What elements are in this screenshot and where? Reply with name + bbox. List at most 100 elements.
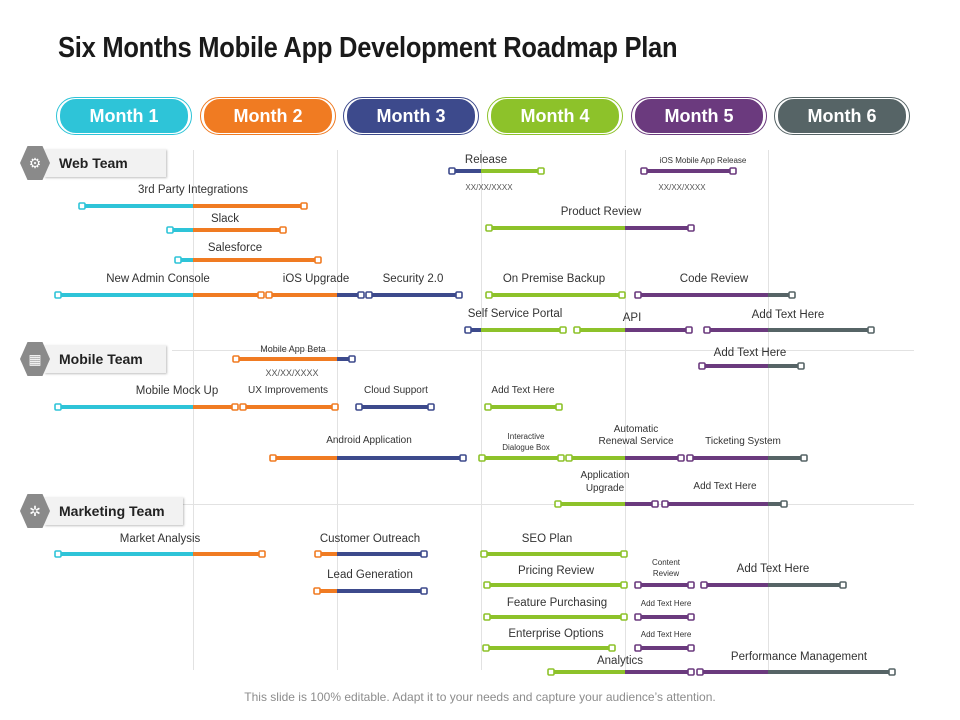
task-label-app-upgrade-1: Application xyxy=(580,470,630,481)
task-bar-endpoint xyxy=(620,581,628,589)
task-label-outreach: Customer Outreach xyxy=(319,533,421,545)
task-date-ios-release: XX/XX/XXXX xyxy=(658,183,706,192)
task-bar-endpoint xyxy=(485,224,493,232)
task-bar-content xyxy=(634,581,695,589)
task-bar-enterprise xyxy=(482,644,616,652)
task-bar-endpoint xyxy=(357,291,365,299)
month-6-pill: Month 6 xyxy=(774,97,910,135)
task-bar-endpoint xyxy=(420,550,428,558)
task-bar-endpoint xyxy=(54,291,62,299)
task-bar-endpoint xyxy=(696,668,704,676)
task-bar-endpoint xyxy=(867,326,875,334)
task-bar-admin-console xyxy=(54,291,265,299)
task-bar-endpoint xyxy=(565,454,573,462)
task-bar-endpoint xyxy=(54,550,62,558)
task-bar-endpoint xyxy=(257,291,265,299)
task-bar-endpoint xyxy=(559,326,567,334)
task-label-third-party: 3rd Party Integrations xyxy=(138,184,248,196)
task-bar-endpoint xyxy=(365,291,373,299)
task-bar-endpoint xyxy=(300,202,308,210)
task-bar-analytics xyxy=(547,668,695,676)
task-bar-endpoint xyxy=(685,326,693,334)
task-bar-endpoint xyxy=(331,403,339,411)
task-bar-endpoint xyxy=(265,291,273,299)
page-title: Six Months Mobile App Development Roadma… xyxy=(58,32,678,64)
task-bar-endpoint xyxy=(174,256,182,264)
task-bar-endpoint xyxy=(634,613,642,621)
task-label-performance: Performance Management xyxy=(730,651,868,663)
task-bar-endpoint xyxy=(483,613,491,621)
task-bar-endpoint xyxy=(677,454,685,462)
task-bar-endpoint xyxy=(687,644,695,652)
task-label-cloud: Cloud Support xyxy=(364,385,428,396)
task-label-salesforce: Salesforce xyxy=(207,242,263,254)
task-label-ux: UX Improvements xyxy=(247,385,329,396)
task-bar-endpoint xyxy=(54,403,62,411)
task-bar-self-service xyxy=(464,326,567,334)
task-label-security: Security 2.0 xyxy=(382,273,444,285)
task-bar-product-review xyxy=(485,224,695,232)
task-bar-endpoint xyxy=(484,403,492,411)
gear-head-icon: ⚙ xyxy=(20,146,50,180)
task-bar-endpoint xyxy=(573,326,581,334)
task-label-add-text-6: Add Text Here xyxy=(640,599,692,608)
task-bar-endpoint xyxy=(427,403,435,411)
task-bar-endpoint xyxy=(634,581,642,589)
section-divider xyxy=(172,504,914,505)
task-bar-endpoint xyxy=(634,644,642,652)
task-bar-endpoint xyxy=(620,550,628,558)
task-bar-endpoint xyxy=(480,550,488,558)
task-bar-release xyxy=(448,167,545,175)
task-label-app-upgrade-2: Upgrade xyxy=(585,483,625,494)
month-1-pill: Month 1 xyxy=(56,97,192,135)
task-bar-endpoint xyxy=(313,587,321,595)
task-bar-endpoint xyxy=(640,167,648,175)
task-bar-third-party xyxy=(78,202,308,210)
task-label-feature: Feature Purchasing xyxy=(506,597,608,609)
task-label-product-review: Product Review xyxy=(560,206,642,218)
task-bar-endpoint xyxy=(355,403,363,411)
task-label-api: API xyxy=(622,312,642,324)
task-bar-feature xyxy=(483,613,628,621)
task-label-content-1: Content xyxy=(651,558,681,567)
task-bar-endpoint xyxy=(459,454,467,462)
task-bar-endpoint xyxy=(661,500,669,508)
task-bar-endpoint xyxy=(729,167,737,175)
task-bar-ios-upgrade xyxy=(265,291,365,299)
task-label-self-service: Self Service Portal xyxy=(467,308,563,320)
task-bar-add-text-3 xyxy=(484,403,563,411)
task-bar-add-text-2 xyxy=(698,362,805,370)
task-bar-endpoint xyxy=(703,326,711,334)
footer-note: This slide is 100% editable. Adapt it to… xyxy=(244,690,716,704)
grid-line xyxy=(193,150,194,670)
task-bar-endpoint xyxy=(448,167,456,175)
task-bar-pricing xyxy=(483,581,628,589)
task-bar-app-upgrade xyxy=(554,500,659,508)
task-bar-endpoint xyxy=(839,581,847,589)
task-label-add-text-7: Add Text Here xyxy=(640,630,692,639)
task-bar-endpoint xyxy=(166,226,174,234)
task-bar-endpoint xyxy=(464,326,472,334)
task-bar-endpoint xyxy=(687,224,695,232)
task-bar-mock-up xyxy=(54,403,239,411)
task-label-mobile-beta: Mobile App Beta xyxy=(260,344,326,354)
task-bar-api xyxy=(573,326,693,334)
task-bar-ux xyxy=(239,403,339,411)
task-bar-endpoint xyxy=(608,644,616,652)
task-label-slack: Slack xyxy=(210,213,240,225)
task-bar-security xyxy=(365,291,463,299)
task-bar-endpoint xyxy=(686,454,694,462)
task-label-add-text-5: Add Text Here xyxy=(736,563,810,575)
task-label-add-text-3: Add Text Here xyxy=(491,385,555,396)
task-bar-endpoint xyxy=(788,291,796,299)
task-bar-endpoint xyxy=(455,291,463,299)
task-bar-endpoint xyxy=(478,454,486,462)
task-bar-endpoint xyxy=(485,291,493,299)
task-bar-endpoint xyxy=(687,581,695,589)
task-bar-renewal xyxy=(565,454,685,462)
task-date-release: XX/XX/XXXX xyxy=(465,183,513,192)
task-bar-slack xyxy=(166,226,287,234)
task-bar-market-analysis xyxy=(54,550,266,558)
task-bar-endpoint xyxy=(348,355,356,363)
task-bar-add-text-4 xyxy=(661,500,788,508)
